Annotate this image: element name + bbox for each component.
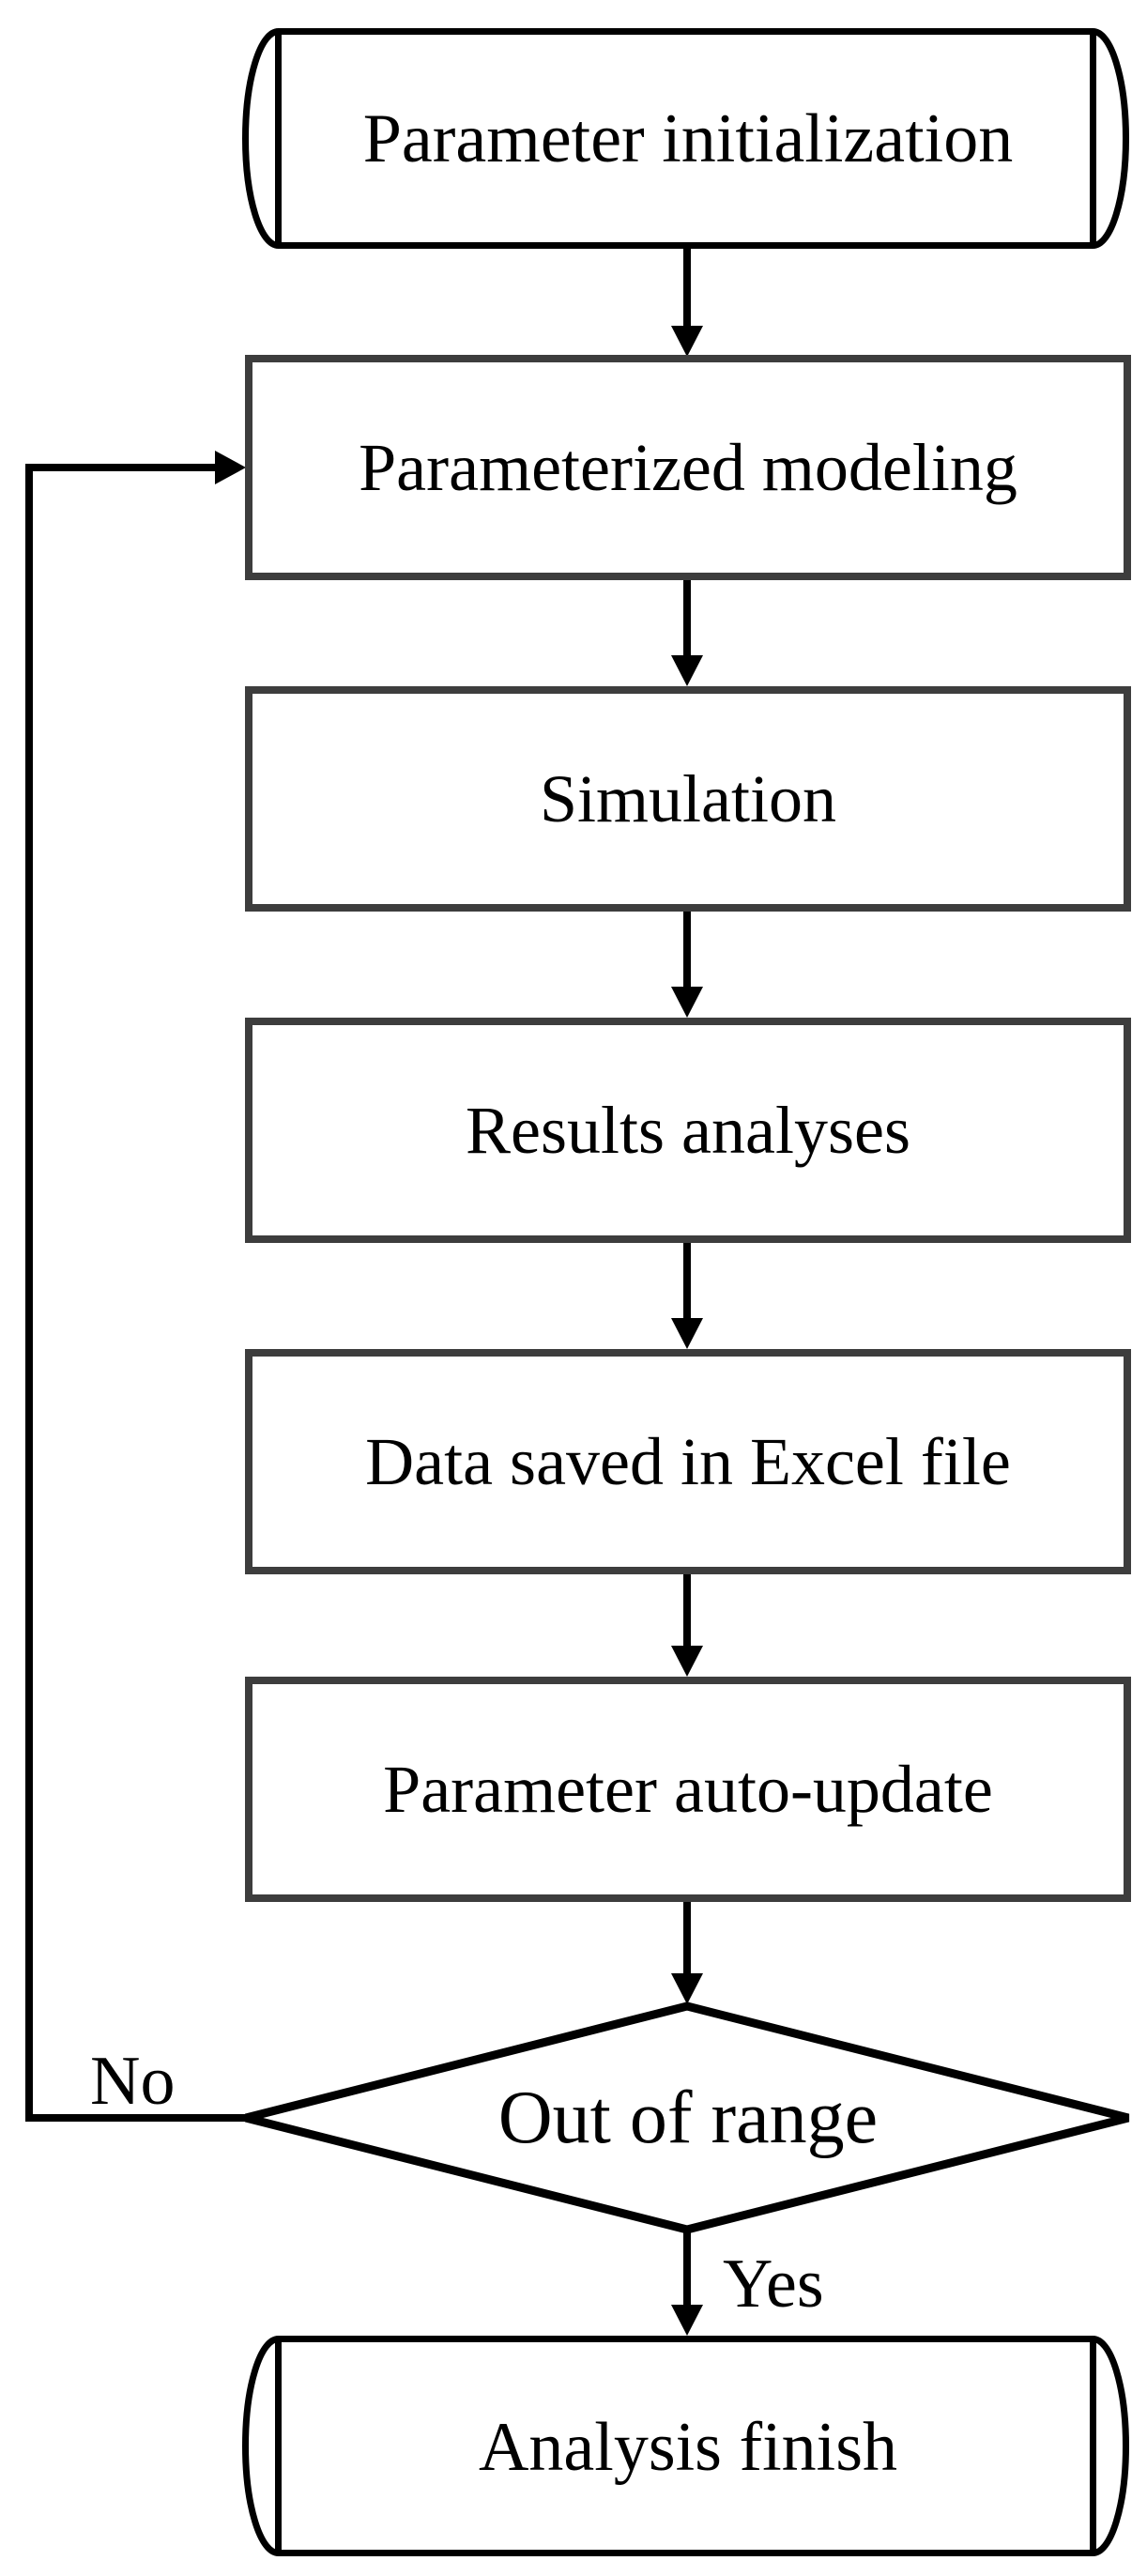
edge-label-yes: Yes (723, 2246, 824, 2323)
arrow-excel-to-update (671, 1574, 703, 1677)
node-simulation: Simulation (245, 686, 1131, 912)
arrow-update-to-decision (671, 1902, 703, 2004)
node-label: Simulation (539, 761, 837, 836)
node-label: Analysis finish (478, 2409, 898, 2486)
arrow-start-to-modeling (671, 246, 703, 357)
node-label: Out of range (497, 2077, 879, 2159)
arrow-results-to-excel (671, 1243, 703, 1349)
node-out-of-range-decision: Out of range (245, 2006, 1131, 2230)
node-label: Parameter auto-update (383, 1752, 993, 1827)
decision-diamond-shape (244, 2001, 1130, 2234)
arrow-modeling-to-simulation (671, 580, 703, 686)
node-label: Parameterized modeling (359, 430, 1017, 505)
no-feedback-loop-line (25, 451, 246, 2122)
arrow-decision-to-finish-yes (671, 2230, 703, 2336)
node-analysis-finish: Analysis finish (245, 2336, 1131, 2559)
terminator-shape-start (242, 28, 1129, 249)
terminator-shape-finish (242, 2336, 1129, 2556)
node-label: Parameter initialization (362, 100, 1014, 177)
edge-label-no: No (90, 2043, 176, 2120)
node-data-saved-in-excel-file: Data saved in Excel file (245, 1349, 1131, 1574)
node-parameter-auto-update: Parameter auto-update (245, 1677, 1131, 1902)
node-parameter-initialization: Parameter initialization (245, 28, 1131, 250)
arrow-simulation-to-results (671, 912, 703, 1018)
node-results-analyses: Results analyses (245, 1018, 1131, 1243)
node-label: Results analyses (466, 1093, 910, 1168)
node-label: Data saved in Excel file (365, 1424, 1011, 1499)
node-parameterized-modeling: Parameterized modeling (245, 355, 1131, 580)
